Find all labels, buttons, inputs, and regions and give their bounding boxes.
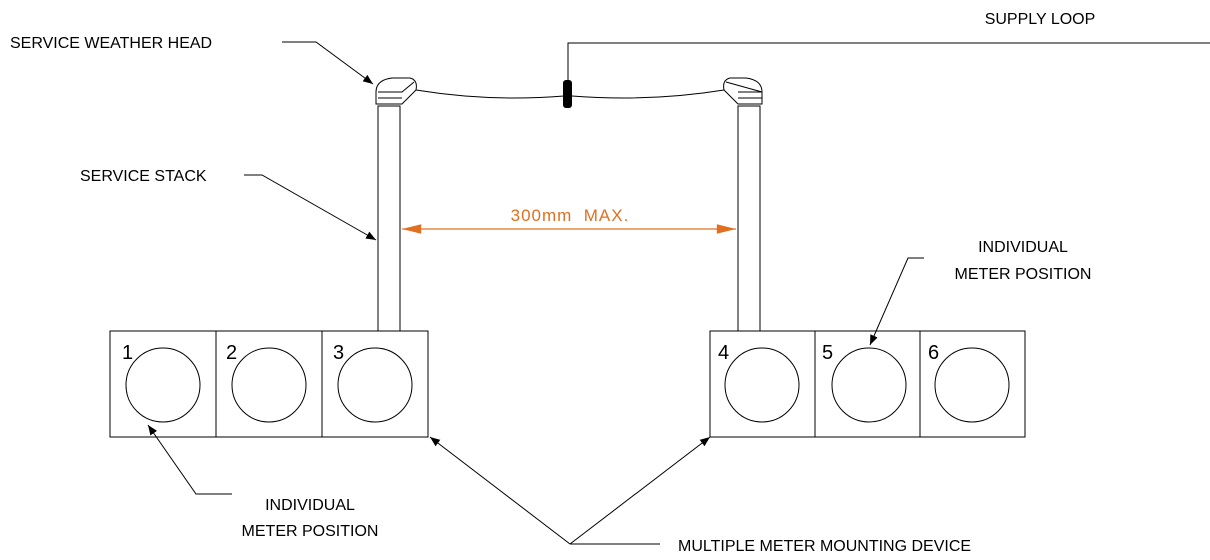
meter-6-number: 6 bbox=[928, 342, 939, 364]
meter-1-circle bbox=[125, 347, 201, 423]
right-meter-mounting-device bbox=[709, 330, 1026, 438]
meter-3-circle bbox=[337, 347, 413, 423]
meter-2-number: 2 bbox=[226, 342, 237, 364]
meter-6-circle bbox=[934, 347, 1010, 423]
meter-position-left-label-line1: INDIVIDUAL bbox=[265, 497, 355, 514]
service-stack-label: SERVICE STACK bbox=[80, 168, 207, 185]
meter-position-right-label-line1: INDIVIDUAL bbox=[978, 239, 1068, 256]
meter-4-number: 4 bbox=[718, 342, 729, 364]
meter-3-number: 3 bbox=[333, 342, 344, 364]
left-weather-head bbox=[375, 77, 417, 105]
supply-connector bbox=[563, 80, 572, 108]
supply-loop-label: SUPPLY LOOP bbox=[985, 11, 1096, 28]
right-weather-head bbox=[723, 77, 763, 105]
left-meter-mounting-device bbox=[109, 330, 429, 438]
supply-loop-wire bbox=[415, 80, 725, 108]
mounting-device-leader-left bbox=[429, 436, 571, 545]
meter-5-number: 5 bbox=[822, 342, 833, 364]
meter-position-right-leader bbox=[869, 257, 924, 346]
meter-2-circle bbox=[231, 347, 307, 423]
meter-position-left-label-line2: METER POSITION bbox=[242, 523, 379, 540]
meter-4-circle bbox=[724, 347, 800, 423]
mounting-device-label: MULTIPLE METER MOUNTING DEVICE bbox=[678, 538, 971, 555]
meter-position-right-label-line2: METER POSITION bbox=[955, 266, 1092, 283]
service-stack-leader bbox=[244, 174, 377, 241]
meter-5-circle bbox=[831, 347, 907, 423]
left-service-stack bbox=[377, 105, 401, 332]
mounting-device-leader-right bbox=[569, 436, 711, 545]
dimension-label: 300mm MAX. bbox=[511, 206, 630, 225]
right-service-stack bbox=[737, 105, 761, 332]
meter-position-left-leader bbox=[147, 424, 232, 495]
meter-1-number: 1 bbox=[122, 342, 133, 364]
weather-head-leader bbox=[282, 41, 374, 85]
supply-loop-leader bbox=[567, 42, 1210, 80]
weather-head-label: SERVICE WEATHER HEAD bbox=[10, 35, 212, 52]
